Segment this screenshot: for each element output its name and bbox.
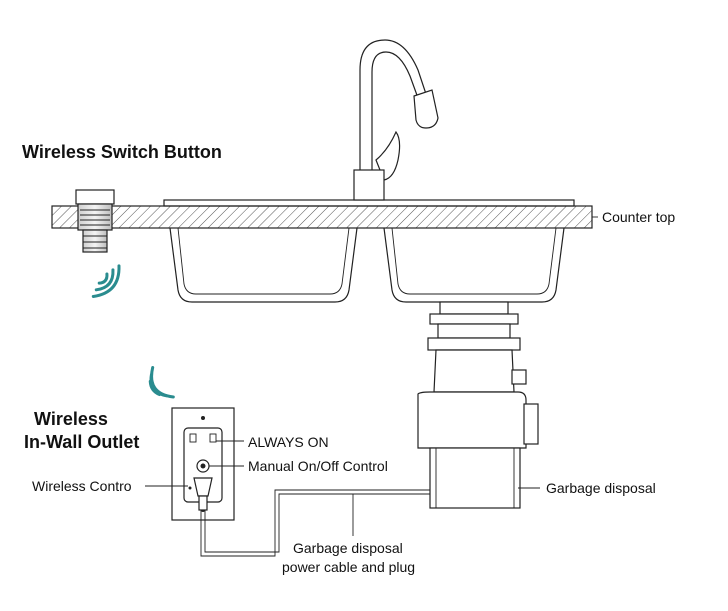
outlet-title-line1: Wireless xyxy=(34,409,108,429)
power-cable xyxy=(200,489,430,557)
always-on-label: ALWAYS ON xyxy=(248,434,329,450)
manual-control-label: Manual On/Off Control xyxy=(248,458,388,474)
countertop-label: Counter top xyxy=(602,209,675,225)
switch-title: Wireless Switch Button xyxy=(22,142,222,162)
outlet-title-line2: In-Wall Outlet xyxy=(24,432,139,452)
in-wall-outlet-illustration xyxy=(171,407,235,521)
wireless-control-label: Wireless Contro xyxy=(32,478,132,494)
switch-signal-icon xyxy=(91,264,121,298)
faucet-illustration xyxy=(353,39,439,201)
garbage-disposal-illustration: Garbage disposal xyxy=(417,301,656,509)
power-cable-label-line2: power cable and plug xyxy=(282,559,415,575)
power-cable-label-line1: Garbage disposal xyxy=(293,540,403,556)
garbage-disposal-label: Garbage disposal xyxy=(546,480,656,496)
countertop: Counter top xyxy=(51,205,675,229)
wireless-switch-button-illustration xyxy=(75,189,115,253)
outlet-signal-icon xyxy=(148,365,175,399)
